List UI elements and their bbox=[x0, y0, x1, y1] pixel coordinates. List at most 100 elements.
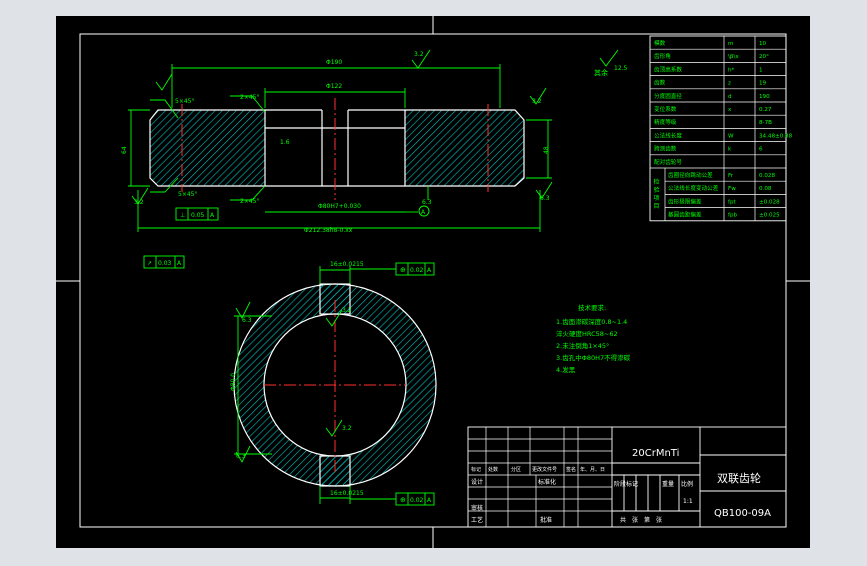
technical-notes: 技术要求: 1.齿面渗碳深度0.8~1.4 淬火硬度HRC58~62 2.未注倒… bbox=[556, 303, 631, 374]
reviewer-label: 审核 bbox=[471, 504, 483, 512]
change-mark-label: 标记 bbox=[471, 466, 481, 473]
title-block: 20CrMnTi 双联齿轮 QB100-09A 阶段标记 重量 比例 1:1 共… bbox=[467, 426, 787, 528]
ra-top-label: 3.2 bbox=[414, 51, 424, 58]
check-value: 0.028 bbox=[759, 173, 775, 179]
note-line-3: 2.未注倒角1×45° bbox=[556, 341, 609, 350]
ra-side-label: 6.3 bbox=[422, 199, 432, 206]
ra-ring-left-top: 6.3 bbox=[242, 317, 252, 324]
param-name: 公法线长度 bbox=[654, 131, 682, 139]
param-name: 齿形角 bbox=[654, 52, 671, 60]
datum-a-label: A bbox=[421, 209, 426, 216]
param-symbol: \β\x bbox=[728, 54, 739, 60]
param-value: 20° bbox=[759, 54, 769, 60]
ra-key-top: 3.2 bbox=[342, 307, 352, 314]
scale-value: 1:1 bbox=[683, 498, 693, 505]
ra-bottom-right-label: 6.3 bbox=[540, 195, 550, 202]
param-value: 0.27 bbox=[759, 107, 772, 113]
change-count-label: 处数 bbox=[488, 466, 498, 473]
perp-tolerance: 0.05 bbox=[191, 212, 205, 219]
param-name: 精度等级 bbox=[654, 118, 677, 126]
pos-symbol-top: ⊕ bbox=[400, 266, 406, 274]
stage-label: 阶段标记 bbox=[614, 480, 638, 488]
param-name: 齿顶高系数 bbox=[654, 65, 682, 73]
perp-datum: A bbox=[210, 212, 215, 219]
check-name: 基圆齿距偏差 bbox=[668, 211, 702, 219]
param-name: 配对齿轮号 bbox=[654, 158, 682, 166]
param-value: 19 bbox=[759, 81, 767, 87]
front-dimension-lines bbox=[128, 64, 552, 232]
runout-tolerance: 0.03 bbox=[158, 260, 172, 267]
standard-label: 标准化 bbox=[538, 478, 556, 486]
surface-finish-symbols bbox=[131, 49, 619, 205]
ra-mid-label: 1.6 bbox=[280, 139, 290, 146]
drawing-number: QB100-09A bbox=[714, 508, 771, 519]
param-name: 跨测齿数 bbox=[654, 145, 677, 153]
param-name: 分度圆直径 bbox=[654, 92, 682, 100]
date-label: 年、月、日 bbox=[580, 466, 605, 473]
sheet-count: 共 张 第 张 bbox=[620, 516, 662, 524]
ra-key-bottom: 3.2 bbox=[342, 425, 352, 432]
param-value: 34.48±0.88 bbox=[759, 133, 793, 139]
param-symbol: d bbox=[728, 94, 732, 100]
chamfer-top-left-label: 5×45° bbox=[175, 98, 194, 105]
runout-datum: A bbox=[177, 260, 182, 267]
param-value: 1 bbox=[759, 67, 763, 73]
param-value: 6 bbox=[759, 147, 763, 153]
param-symbol: k bbox=[728, 147, 732, 153]
weight-label: 重量 bbox=[662, 480, 674, 488]
check-name: 齿形极限偏差 bbox=[668, 197, 702, 205]
ring-dimension-texts: 16±0.0215 ⊕ 0.02 A 16±0.0215 ⊕ 0.02 A Φ8… bbox=[230, 261, 432, 504]
centering-marks bbox=[56, 16, 810, 548]
param-name: 变位系数 bbox=[654, 105, 677, 113]
pos-ref-bottom: A bbox=[427, 497, 432, 504]
bottom-diameter-label: Φ212.38h8-0.xx bbox=[304, 227, 353, 234]
check-group-char: 验 bbox=[654, 186, 660, 194]
param-value: 190 bbox=[759, 94, 770, 100]
scale-header: 比例 bbox=[681, 480, 693, 488]
check-value: ±0.028 bbox=[759, 199, 780, 205]
check-value: 0.08 bbox=[759, 186, 772, 192]
ra-ring-left-bottom: 6.3 bbox=[236, 453, 246, 460]
bore-fit-label: Φ80H7+0.030 bbox=[318, 203, 361, 210]
bore-diameter-label: Φ122 bbox=[326, 83, 342, 90]
rest-label: 其余 bbox=[594, 68, 608, 77]
param-value: 10 bbox=[759, 41, 767, 47]
designer-label: 设计 bbox=[471, 478, 483, 486]
ring-diameter-label: Φ80.0 bbox=[230, 373, 237, 391]
material-label: 20CrMnTi bbox=[632, 448, 679, 459]
check-symbol: Fr bbox=[728, 173, 734, 179]
check-group-char: 目 bbox=[654, 203, 660, 210]
param-symbol: m bbox=[728, 41, 733, 47]
param-name: 模数 bbox=[654, 39, 666, 47]
ra-right-label: 3.2 bbox=[532, 98, 542, 105]
front-section-view bbox=[149, 98, 525, 200]
front-dimension-texts: Φ190 Φ122 64 48 5×45° 2×45° 5×45° 2×45° … bbox=[121, 51, 628, 234]
key-width-bottom: 16±0.0215 bbox=[330, 490, 364, 497]
param-value: 8-7B bbox=[759, 120, 772, 126]
pos-ref-top: A bbox=[427, 267, 432, 274]
check-name: 齿圈径向跳动公差 bbox=[668, 171, 713, 179]
right-wall-section bbox=[404, 109, 525, 187]
param-symbol: h* bbox=[728, 67, 735, 73]
right-height-label: 48 bbox=[543, 146, 550, 154]
ring-dimension-lines bbox=[234, 262, 435, 506]
note-line-2: 淬火硬度HRC58~62 bbox=[556, 329, 618, 338]
sign-label: 签名 bbox=[566, 466, 576, 473]
pos-tol-top: 0.02 bbox=[410, 267, 424, 274]
left-wall-section bbox=[149, 109, 266, 187]
perp-symbol: ⊥ bbox=[180, 212, 185, 219]
check-symbol: fpt bbox=[728, 199, 737, 205]
pos-tol-bottom: 0.02 bbox=[410, 497, 424, 504]
param-name: 齿数 bbox=[654, 79, 666, 87]
check-symbol: Fw bbox=[728, 186, 736, 192]
tolerance-frames-front bbox=[143, 205, 430, 269]
change-zone-label: 分区 bbox=[511, 466, 521, 473]
rest-ra-value: 12.5 bbox=[614, 65, 628, 72]
process-label: 工艺 bbox=[471, 516, 483, 524]
check-symbol: fpb bbox=[728, 213, 738, 219]
approve-label: 批准 bbox=[540, 516, 552, 524]
ring-section-view bbox=[233, 283, 437, 487]
